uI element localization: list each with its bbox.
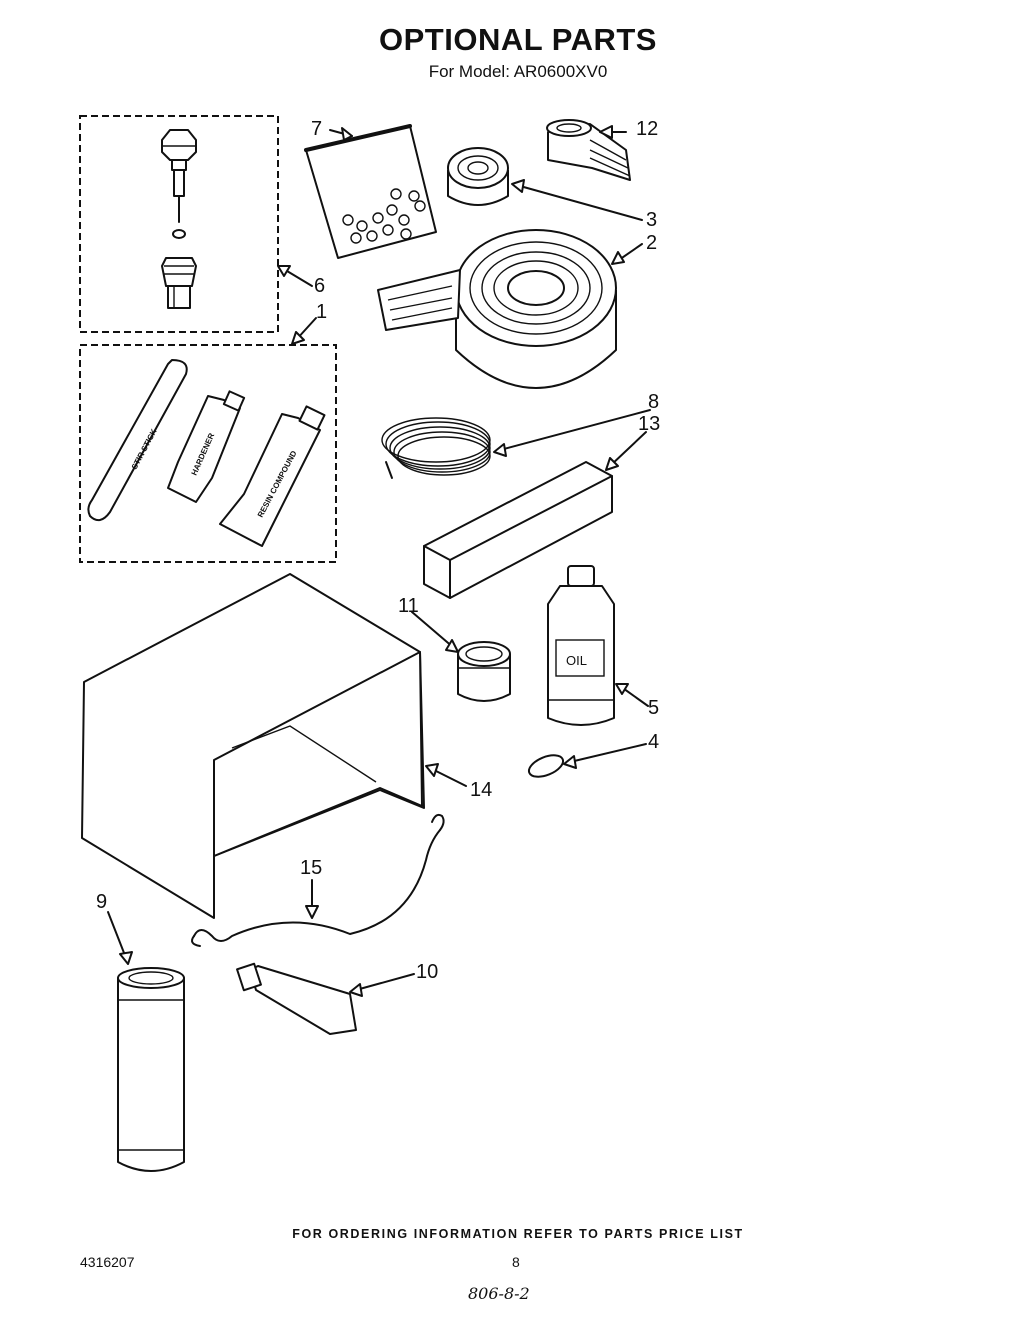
callout-1: 1: [316, 301, 327, 323]
cover-icon: [81, 573, 425, 919]
page-title: OPTIONAL PARTS: [379, 22, 657, 57]
kit-dashed-box: [79, 344, 337, 563]
callout-11: 11: [398, 595, 419, 617]
valve-icon: [161, 129, 197, 309]
callout-10: 10: [416, 961, 438, 983]
foam-seal-roll-icon: [377, 229, 617, 389]
valve-assembly-group: [79, 115, 279, 333]
callout-14: 14: [470, 779, 492, 801]
model-subtitle: For Model: AR0600XV0: [428, 62, 608, 81]
spray-can-icon: [117, 967, 185, 1172]
callout-2: 2: [646, 232, 657, 254]
capsule-icon: [527, 754, 565, 778]
callout-13: 13: [638, 413, 660, 435]
callout-3: 3: [646, 209, 657, 231]
handwritten-note: 806-8-2: [468, 1284, 530, 1303]
callout-leaders: [107, 125, 651, 997]
page-number: 8: [512, 1254, 520, 1270]
repair-kit-group: STIR STICK HARDENER RESIN COMPOUND: [79, 344, 337, 563]
ordering-info: FOR ORDERING INFORMATION REFER TO PARTS …: [292, 1227, 744, 1241]
callout-7: 7: [311, 118, 322, 140]
tape-icon: [546, 119, 631, 181]
document-number: 4316207: [80, 1254, 135, 1270]
stir-stick-icon: STIR STICK: [87, 359, 188, 522]
hardener-tube-icon: HARDENER: [167, 390, 246, 503]
small-can-icon: [457, 641, 511, 702]
callout-15: 15: [300, 857, 322, 879]
foam-block-icon: [423, 461, 613, 599]
callout-9: 9: [96, 891, 107, 913]
callout-numbers: 7 12 3 2 6 1 8 13 11 5 4 14 15 9 10: [96, 118, 660, 983]
callout-4: 4: [648, 731, 659, 753]
bag-icon: [304, 124, 437, 259]
oil-bottle-icon: OIL: [547, 565, 615, 726]
cord-icon: [191, 813, 445, 947]
callout-5: 5: [648, 697, 659, 719]
tube-icon: [236, 962, 357, 1035]
resin-tube-icon: RESIN COMPOUND: [219, 405, 326, 547]
oil-text: OIL: [566, 653, 587, 668]
wire-coil-icon: [381, 417, 491, 479]
callout-6: 6: [314, 275, 325, 297]
callout-8: 8: [648, 391, 659, 413]
small-foam-roll-icon: [447, 147, 509, 206]
callout-12: 12: [636, 118, 658, 140]
valve-dashed-box: [79, 115, 279, 333]
